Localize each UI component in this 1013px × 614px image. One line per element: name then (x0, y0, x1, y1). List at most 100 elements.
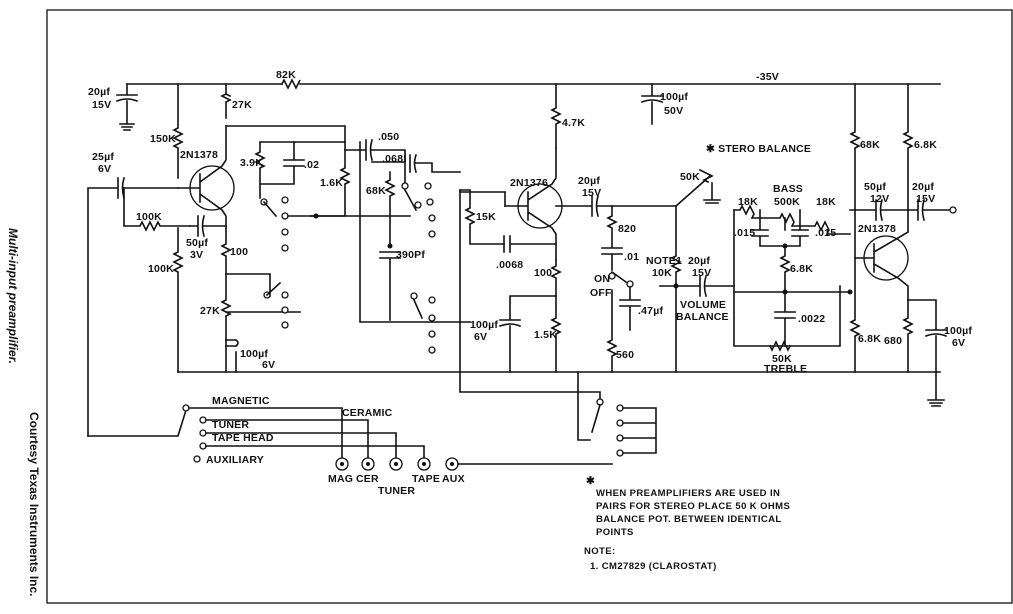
label-note1: NOTE1 (646, 255, 682, 267)
label-c0068: .0068 (496, 259, 523, 271)
resistor-3-9k (254, 141, 346, 199)
capacitor-100uf-b (498, 295, 557, 373)
figure-caption: Multi-input preamplifier. (6, 228, 20, 364)
label-r68k-b: 6.8K (790, 263, 813, 275)
label-c50-c: 50µf (864, 181, 886, 193)
label-q2: 2N1376 (510, 177, 548, 189)
label-on: ON (594, 273, 610, 285)
resistor-100k-bias (172, 227, 184, 373)
capacitor-015-a (751, 209, 786, 247)
resistor-560 (606, 289, 618, 373)
resistor-6-8k-tone (779, 217, 851, 293)
capacitor-100uf-top (640, 83, 664, 125)
label-r16k: 1.6K (320, 177, 343, 189)
label-r100b: 100 (534, 267, 552, 279)
label-volume: VOLUME (680, 299, 726, 311)
footnote-line-3: BALANCE POT. BETWEEN IDENTICAL (596, 514, 782, 525)
label-c-in-top: 20µf (88, 86, 110, 98)
label-c50: 50µf (186, 237, 208, 249)
label-q1: 2N1378 (180, 149, 218, 161)
jack-tape: TAPE (412, 473, 440, 485)
label-r15k: 15K (476, 211, 496, 223)
resistor-4-7k (550, 83, 562, 149)
capacitor-0068 (503, 235, 557, 253)
label-r18k-a: 18K (738, 196, 758, 208)
stereo-balance-pot (674, 168, 721, 208)
label-c100-c: 100µf (944, 325, 972, 337)
label-c20-dv: 15V (916, 193, 935, 205)
label-c02: .02 (304, 159, 319, 171)
label-r15k-b: 1.5K (534, 329, 557, 341)
label-c0022: .0022 (798, 313, 825, 325)
selector-ceramic: CERAMIC (342, 407, 393, 419)
bass-network (733, 204, 851, 235)
label-r68k-d: 6.8K (914, 139, 937, 151)
label-c25: 25µf (92, 151, 114, 163)
note-1: 1. CM27829 (CLAROSTAT) (590, 561, 717, 572)
resistor-680 (902, 299, 914, 373)
label-supply: -35V (756, 71, 779, 83)
resistor-15k (459, 189, 505, 245)
label-c050: .050 (378, 131, 399, 143)
label-r10k: 10K (652, 267, 672, 279)
footnote-star: ✱ (586, 475, 595, 487)
resistor-1-5k (550, 259, 562, 373)
label-c390: 390Pf (396, 249, 425, 261)
label-r50k: 50K (680, 171, 700, 183)
capacitor-050 (344, 139, 406, 189)
resistor-100k-feedback (123, 187, 191, 232)
label-r100: 100 (230, 246, 248, 258)
jack-mag: MAG (328, 473, 353, 485)
label-q3: 2N1378 (858, 223, 896, 235)
label-r150k: 150K (150, 133, 176, 145)
label-r100k-a: 100K (136, 211, 162, 223)
label-c068: .068 (382, 153, 403, 165)
label-r680: 680 (884, 335, 902, 347)
resistor-6-8k-collector (902, 83, 914, 211)
footnote-line-2: PAIRS FOR STEREO PLACE 50 K OHMS (596, 501, 790, 512)
label-r18k-b: 18K (816, 196, 836, 208)
label-r82k: 82K (276, 69, 296, 81)
figure-credit: Courtesy Texas Instruments Inc. (27, 412, 41, 597)
resistor-100-emitter (220, 227, 232, 373)
note-title: NOTE: (584, 546, 616, 557)
label-r500k: 500K (774, 196, 800, 208)
label-r560: 560 (616, 349, 634, 361)
jack-tuner: TUNER (378, 485, 415, 497)
label-r50k-b: 50K (772, 353, 792, 365)
label-c100-bv: 6V (474, 331, 487, 343)
label-c25v: 6V (98, 163, 111, 175)
capacitor-50uf (189, 215, 227, 237)
label-c015-b: .015 (815, 227, 836, 239)
capacitor-068 (371, 153, 461, 174)
label-c20-bv: 15V (582, 187, 601, 199)
selector-auxiliary: AUXILIARY (206, 454, 264, 466)
selector-tuner: TUNER (212, 419, 249, 431)
label-r68k-a: 68K (366, 185, 386, 197)
label-bass: BASS (773, 183, 803, 195)
label-c100-top: 100µf (660, 91, 688, 103)
label-r100k-b: 100K (148, 263, 174, 275)
selector-magnetic: MAGNETIC (212, 395, 270, 407)
jack-cer: CER (356, 473, 379, 485)
label-c100-b: 100µf (470, 319, 498, 331)
footnote-line-4: POINTS (596, 527, 634, 538)
capacitor-20uf-b (555, 195, 677, 217)
label-c100-a: 100µf (240, 348, 268, 360)
potentiometer-10k (670, 205, 682, 373)
label-c20-d: 20µf (912, 181, 934, 193)
label-c01: .01 (624, 251, 639, 263)
label-r68k-c: 68K (860, 139, 880, 151)
treble-pot (768, 340, 792, 352)
label-c47: .47µf (638, 305, 663, 317)
capacitor-input-filter (115, 83, 139, 131)
capacitor-47uf (619, 286, 641, 331)
label-off: OFF (590, 287, 612, 299)
label-r39k: 3.9K (240, 157, 263, 169)
label-c100-topv: 50V (664, 105, 683, 117)
resistor-150k (172, 83, 184, 179)
label-r27k-b: 27K (200, 305, 220, 317)
